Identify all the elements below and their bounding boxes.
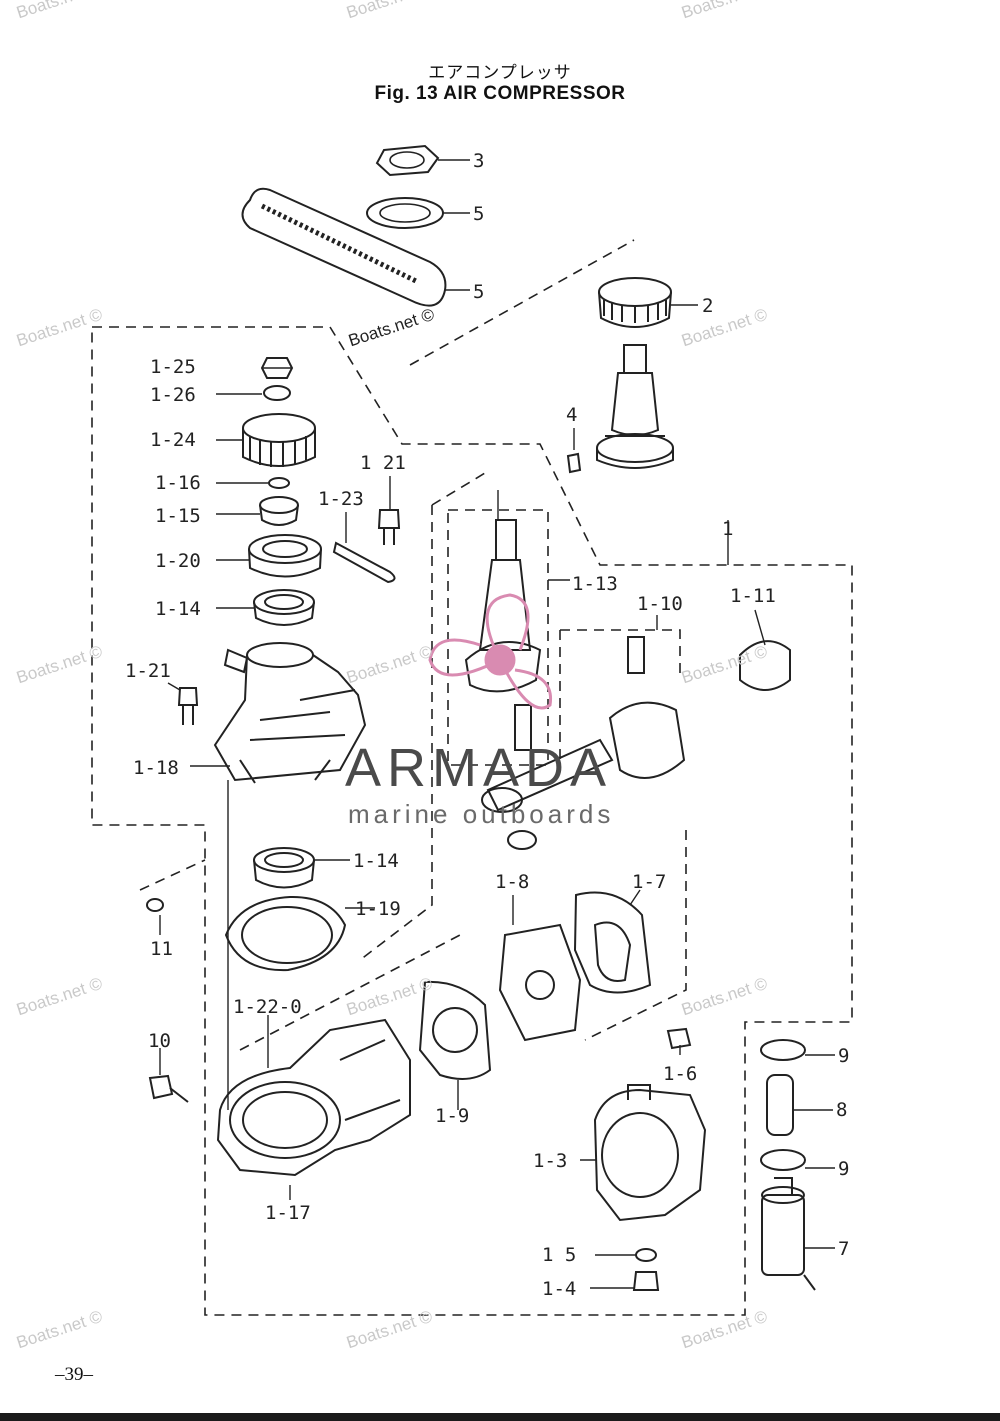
washer-part [366,197,444,229]
callout-1-6: 1-6 [663,1063,698,1085]
callout-1-5: 1 5 [542,1244,577,1266]
callout-1-11: 1-11 [730,585,776,607]
callout-1-13: 1-13 [572,573,618,595]
leader-lines [159,159,835,1289]
crank-piston-parts [464,519,791,850]
callout-10: 10 [148,1030,171,1052]
nut-part [375,144,440,177]
callout-1-17: 1-17 [265,1202,311,1224]
brand-tagline: marine outboards [348,799,615,829]
callout-9: 9 [838,1045,850,1067]
callout-1-8: 1-8 [495,871,530,893]
gear-stack [242,357,322,626]
armada-logo-icon [428,593,553,710]
callout-1-15: 1-15 [155,505,201,527]
timing-belt [241,187,447,307]
callout-1-21: 1 21 [360,452,406,474]
callout-1-22: 1-22-0 [233,996,302,1018]
figure-title-japanese: エアコンプレッサ [428,63,572,83]
brand-name: ARMADA [345,738,613,798]
callout-2: 2 [702,295,714,317]
callout-1-25: 1-25 [150,356,196,378]
callout-9: 9 [838,1158,850,1180]
callout-1-20: 1-20 [155,550,201,572]
callout-1-9: 1-9 [435,1105,470,1127]
callout-3: 3 [473,150,485,172]
cylinder-block [216,1018,411,1177]
callout-5: 5 [473,203,485,225]
callout-1-26: 1-26 [150,384,196,406]
callout-1-14: 1-14 [353,850,399,872]
callout-11: 11 [150,938,173,960]
upper-housing [213,642,367,784]
callout-1-19: 1-19 [355,898,401,920]
key-part [566,452,582,474]
callout-1-10: 1-10 [637,593,683,615]
callout-1-16: 1-16 [155,472,201,494]
callout-8: 8 [836,1099,848,1121]
shaft-part [596,344,674,469]
cylinder-head [593,1084,707,1291]
callout-1-7: 1-7 [632,871,667,893]
callout-4: 4 [566,404,578,426]
filter-parts [760,1039,816,1291]
callout-1-14: 1-14 [155,598,201,620]
callout-1-18: 1-18 [133,757,179,779]
callout-1-4: 1-4 [542,1278,577,1300]
pulley-part [598,277,672,328]
bottom-border [0,1413,1000,1421]
callout-5: 5 [473,281,485,303]
callout-1-21: 1-21 [125,660,171,682]
page-number: –39– [55,1364,93,1385]
lower-bearing-gasket [146,847,347,972]
callout-1: 1 [722,518,734,540]
callout-1-3: 1-3 [533,1150,568,1172]
figure-title: Fig. 13 AIR COMPRESSOR [374,83,626,104]
valve-plates [418,891,652,1080]
callout-1-23: 1-23 [318,488,364,510]
assembly-outline [91,239,853,1316]
callout-7: 7 [838,1238,850,1260]
bolt-parts [148,509,692,1103]
callout-1-24: 1-24 [150,429,196,451]
